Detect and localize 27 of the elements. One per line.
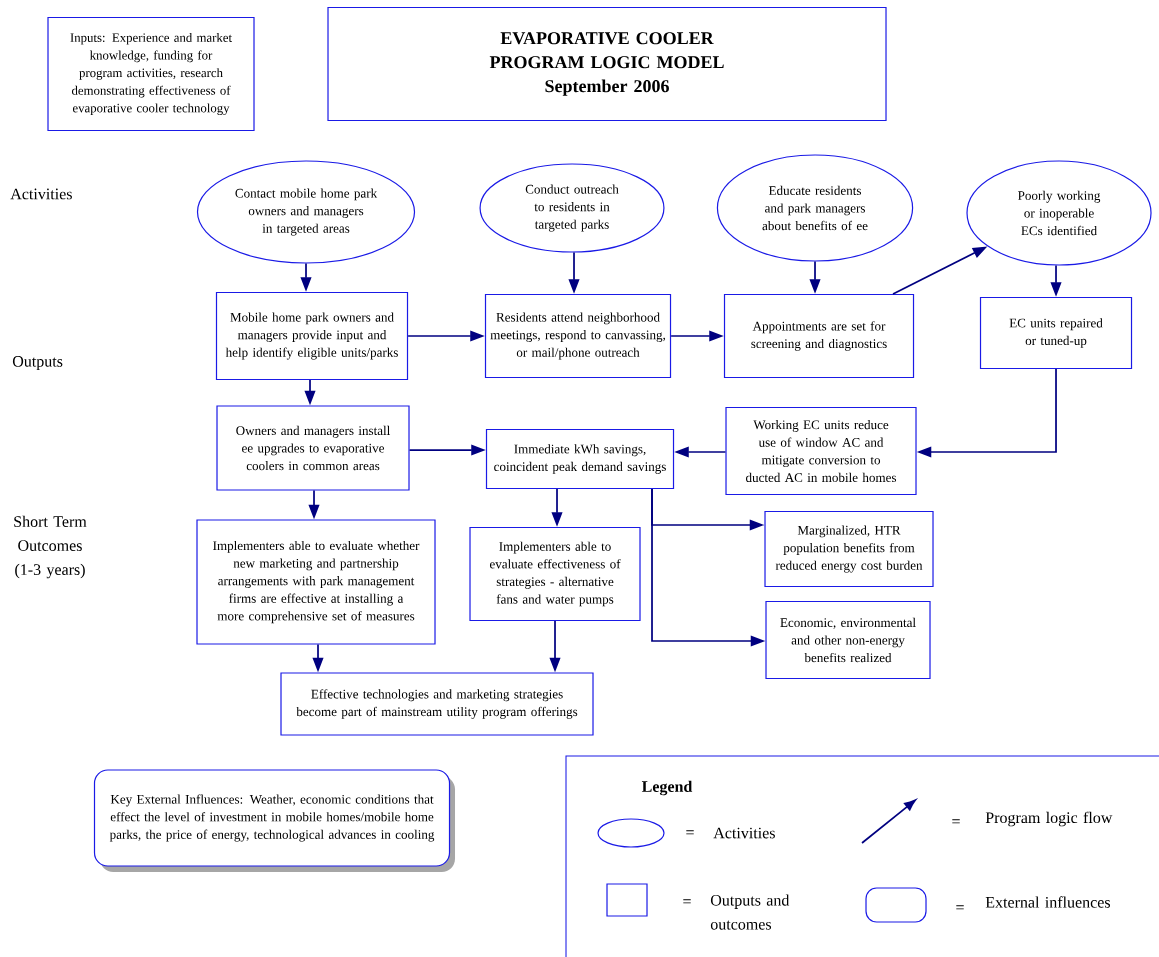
process-box: Mobile home park owners and managers provide input and help identify eligible units/parks xyxy=(215,291,409,381)
equals-sign: = xyxy=(956,905,964,910)
equals-sign: = xyxy=(686,830,694,835)
row-label: Short Term Outcomes (1-3 years) xyxy=(14,515,87,579)
process-box: Immediate kWh savings, coincident peak demand savings xyxy=(485,428,675,490)
row-label: Outputs xyxy=(12,356,63,370)
equals-sign: = xyxy=(683,899,691,904)
legend-title: Legend xyxy=(641,780,693,796)
title-box: EVAPORATIVE COOLER PROGRAM LOGIC MODEL September 2006 xyxy=(327,6,887,122)
legend-label: External influences xyxy=(985,896,1110,908)
process-box: Residents attend neighborhood meetings, respond to canvassing, or mail/phone outreach xyxy=(484,293,672,379)
process-box: Marginalized, HTR population benefits from reduced energy cost burden xyxy=(764,510,934,588)
legend-label: Outputs and outcomes xyxy=(710,894,790,930)
external-influences-box: Key External Influences: Weather, economic conditions that effect the level of investment in mobile homes/mobile home parks, the price of energy, technological advances in cooling xyxy=(93,769,455,872)
legend-label: Activities xyxy=(713,827,775,839)
process-box: Working EC units reduce use of window AC and mitigate conversion to ducted AC in mobile homes xyxy=(725,406,917,496)
row-label: Activities xyxy=(10,188,72,200)
process-box: Implementers able to evaluate effectiveness of strategies - alternative fans and water pumps xyxy=(469,526,641,622)
process-box: Economic, environmental and other non-energy benefits realized xyxy=(765,600,931,680)
process-box: Appointments are set for screening and diagnostics xyxy=(723,293,915,379)
process-box: Implementers able to evaluate whether new marketing and partnership arrangements with park management firms are effective at installing a more comprehensive set of measures xyxy=(196,519,436,645)
process-box: Owners and managers install ee upgrades to evaporative coolers in common areas xyxy=(216,405,410,491)
legend-label: Program logic flow xyxy=(985,811,1113,827)
process-box: Effective technologies and marketing strategies become part of mainstream utility program offerings xyxy=(280,672,594,736)
equals-sign: = xyxy=(952,819,960,824)
process-box: Inputs: Experience and market knowledge, funding for program activities, research demonstrating effectiveness of evaporative cooler technology xyxy=(47,16,255,132)
process-box: EC units repaired or tuned-up xyxy=(979,296,1133,370)
